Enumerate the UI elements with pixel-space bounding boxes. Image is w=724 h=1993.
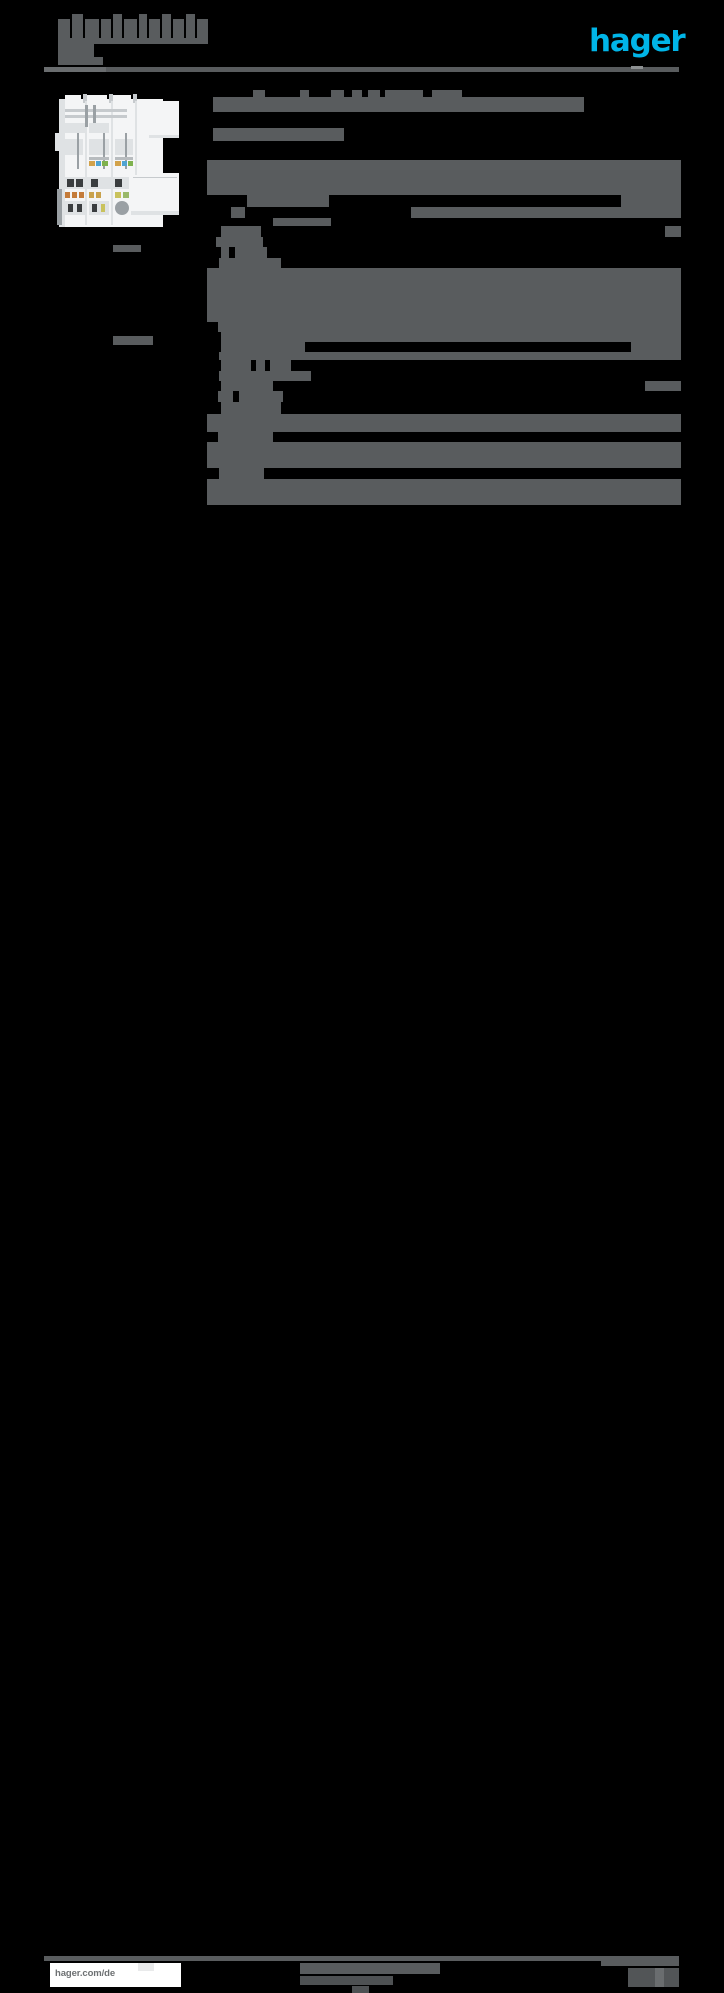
table-cell-gap	[331, 218, 681, 226]
table-cell-gap	[245, 207, 411, 218]
table-cell-gap	[207, 342, 221, 352]
table-cell-gap	[267, 247, 681, 258]
table-row	[207, 391, 681, 402]
table-row	[207, 442, 681, 468]
logo-wordmark: hager	[589, 23, 686, 59]
table-row	[207, 352, 681, 360]
product-image	[55, 93, 181, 233]
page-subtitle-redacted	[213, 128, 344, 141]
page-footer: hager.com/de	[0, 975, 724, 1993]
table-row	[207, 360, 681, 371]
table-row	[207, 332, 681, 342]
table-cell-gap	[207, 218, 273, 226]
table-row	[207, 207, 681, 218]
table-row	[207, 160, 681, 195]
table-cell-gap	[291, 360, 681, 371]
table-cell-gap	[265, 360, 270, 371]
table-cell-gap	[207, 237, 216, 247]
logo-dot	[673, 30, 678, 35]
header-rule	[44, 67, 679, 72]
table-row	[207, 479, 681, 505]
table-row	[207, 432, 681, 442]
table-row	[207, 226, 681, 237]
footer-center-redacted	[300, 1963, 440, 1974]
table-cell-gap	[207, 402, 221, 414]
table-cell-gap	[207, 352, 219, 360]
table-cell-gap	[233, 391, 239, 402]
table-row	[207, 237, 681, 247]
table-row	[207, 247, 681, 258]
table-cell-gap	[281, 258, 681, 268]
hager-logo: hager	[589, 26, 686, 57]
footer-url-box[interactable]: hager.com/de	[50, 1963, 181, 1987]
table-cell-gap	[273, 381, 645, 391]
table-cell-gap	[207, 360, 221, 371]
footer-url[interactable]: hager.com/de	[55, 1968, 116, 1979]
table-row	[207, 258, 681, 268]
table-cell-gap	[207, 468, 219, 479]
table-cell-gap	[261, 226, 665, 237]
table-cell-gap	[329, 195, 621, 207]
table-cell-gap	[264, 468, 681, 479]
table-cell-gap	[207, 432, 218, 442]
table-cell-gap	[273, 432, 681, 442]
table-row	[207, 468, 681, 479]
footer-right-redacted	[601, 1956, 679, 1966]
table-cell-gap	[207, 391, 218, 402]
footer-page-number-highlight	[655, 1968, 664, 1987]
product-caption-line2-redacted	[113, 245, 141, 252]
table-cell-gap	[263, 237, 681, 247]
table-cell-gap	[207, 322, 218, 332]
table-row	[207, 218, 681, 226]
footer-page-number-redacted	[628, 1968, 679, 1987]
product-image-container	[55, 93, 181, 345]
table-row	[207, 268, 681, 322]
spec-table	[207, 160, 681, 505]
table-row	[207, 371, 681, 381]
table-row	[207, 402, 681, 414]
table-cell-gap	[207, 207, 231, 218]
footer-center-redacted-2	[300, 1976, 393, 1985]
table-cell-gap	[207, 258, 219, 268]
product-caption-redacted	[113, 336, 153, 345]
table-cell-gap	[229, 247, 235, 258]
table-cell-gap	[281, 402, 681, 414]
table-cell-gap	[207, 195, 247, 207]
table-cell-gap	[283, 391, 681, 402]
table-cell-gap	[251, 360, 256, 371]
table-cell-gap	[207, 226, 221, 237]
table-row	[207, 381, 681, 391]
footer-center-redacted-3	[352, 1986, 369, 1993]
page-title-redacted	[213, 97, 584, 112]
table-row	[207, 195, 681, 207]
table-cell-gap	[311, 371, 681, 381]
table-cell-gap	[207, 371, 219, 381]
table-cell-gap	[207, 247, 221, 258]
header-rule-tick	[631, 66, 643, 69]
table-row	[207, 322, 681, 332]
table-cell-gap	[207, 332, 221, 342]
footer-rule	[44, 1956, 679, 1961]
table-row	[207, 414, 681, 432]
header-rule-highlight	[44, 67, 106, 72]
table-row	[207, 342, 681, 352]
table-cell-gap	[207, 381, 221, 391]
page-header: hager	[0, 0, 724, 80]
footer-url-accent	[138, 1963, 154, 1971]
table-cell-gap	[305, 342, 631, 352]
